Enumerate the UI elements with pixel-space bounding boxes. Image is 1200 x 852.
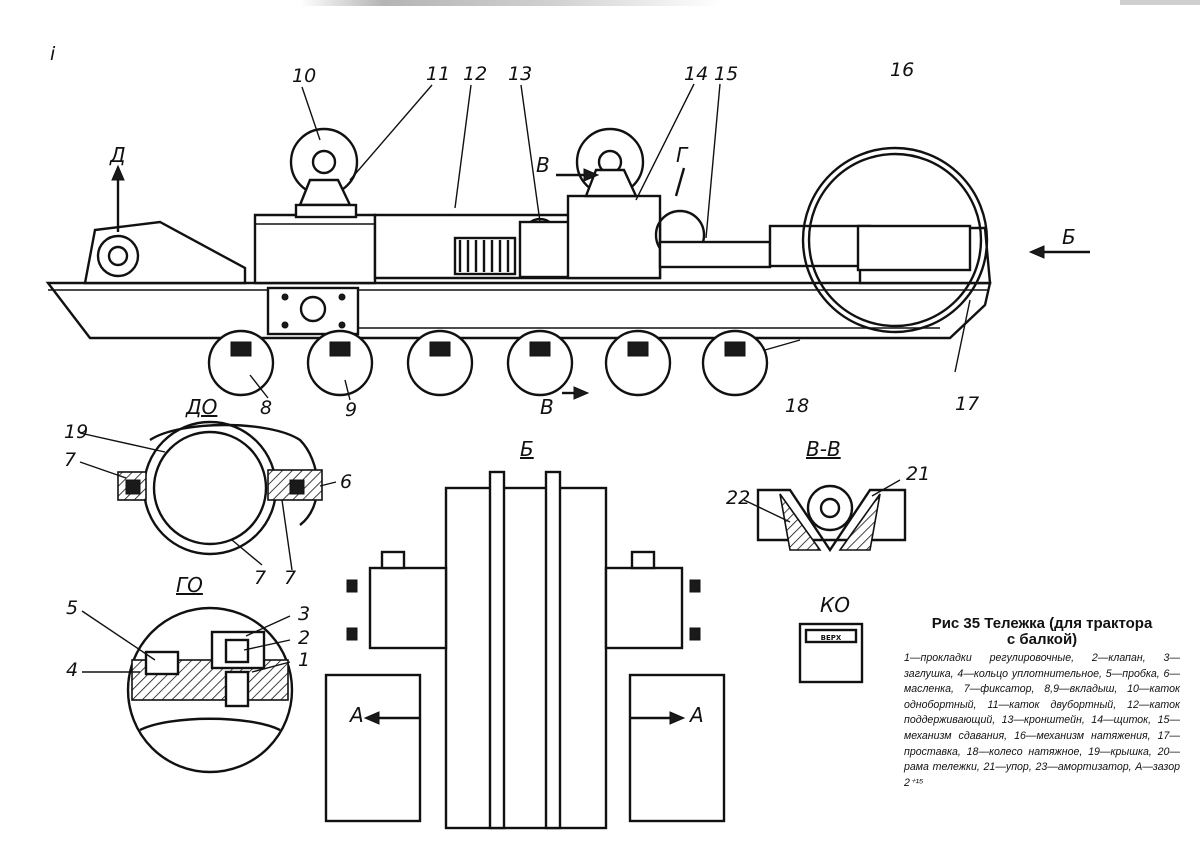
caption-legend: 1—прокладки регулировочные, 2—клапан, 3—…: [904, 652, 1180, 789]
callout-11: 9: [345, 399, 357, 421]
page-mark: i: [50, 43, 56, 65]
callout-12: 10: [292, 65, 316, 87]
view-mark-v-bottom: В: [540, 395, 554, 419]
callout-16: 14: [684, 63, 708, 85]
view-b-a-left: А: [348, 703, 364, 727]
callout-19: 17: [955, 393, 979, 415]
detail-d-heading: ДО: [185, 395, 217, 419]
scan-shadow-top: [300, 0, 720, 6]
frame-section: [444, 486, 608, 830]
caption-title-line1: Рис 35 Тележка (для трактора: [931, 615, 1153, 632]
left-housing: [253, 213, 377, 285]
callout-20: 18: [785, 395, 809, 417]
view-k: КО ВЕРХ: [798, 593, 864, 684]
callout-5: 5: [66, 597, 78, 619]
section-vv: В-В 22 21: [726, 437, 930, 553]
figure-caption: Рис 35 Тележка (для трактора с балкой) 1…: [904, 616, 1180, 791]
callout-1: 1: [298, 649, 310, 671]
view-mark-d: Д: [109, 143, 126, 167]
callout-6: 6: [340, 471, 352, 493]
idler-wheel: [801, 146, 989, 334]
callout-14: 12: [463, 63, 487, 85]
detail-d-view: ДО 19 7 6 7 7: [64, 395, 352, 589]
right-roller-cheek: [628, 673, 726, 823]
callout-15: 13: [508, 63, 532, 85]
detail-g-heading: ГО: [176, 573, 203, 597]
callout-18: 16: [890, 59, 914, 81]
callout-10: 8: [260, 397, 272, 419]
callout-8: 7: [254, 567, 266, 589]
callout-13: 11: [426, 63, 450, 85]
callout-9: 19: [64, 421, 88, 443]
callout-17: 15: [714, 63, 738, 85]
detail-g-view: ГО 5 4 3 2 1: [66, 573, 310, 774]
left-roller-cheek: [324, 673, 422, 823]
track-rollers: [207, 329, 769, 397]
callout-22: 22: [726, 487, 750, 509]
callout-2: 2: [298, 627, 310, 649]
section-vv-heading: В-В: [806, 437, 841, 461]
callout-21: 21: [906, 463, 930, 485]
nameplate-text: ВЕРХ: [821, 634, 842, 642]
tension-mechanism-box: [566, 194, 662, 280]
callout-7-d-left: 7: [64, 449, 76, 471]
callout-4: 4: [66, 659, 78, 681]
view-b-a-right: А: [688, 703, 704, 727]
callout-3: 3: [298, 603, 310, 625]
view-mark-v-top: В: [536, 153, 550, 177]
scan-shadow-corner: [1120, 0, 1200, 5]
view-k-heading: КО: [820, 593, 850, 617]
view-b-front: Б А А: [324, 437, 726, 830]
frame-beam: [45, 281, 992, 340]
view-mark-g: Г: [676, 143, 689, 167]
bogie-side-view: 10 11 12 13 14 15 16 17 18 8 9 Д В В Г Б: [45, 59, 1090, 421]
view-b-heading: Б: [520, 437, 534, 461]
callout-7-d-right: 7: [284, 567, 296, 589]
view-mark-b: Б: [1062, 225, 1076, 249]
caption-title-line2: с балкой): [1006, 631, 1078, 648]
